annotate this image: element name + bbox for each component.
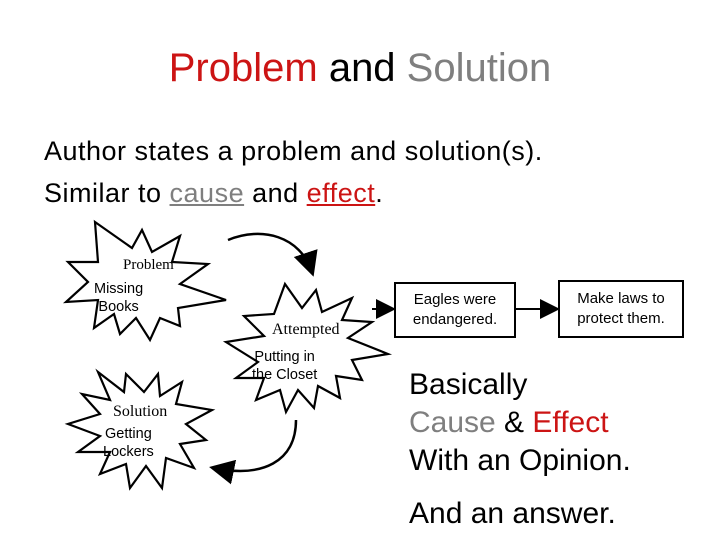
solution-text-line-2: Lockers <box>103 444 154 460</box>
solution-heading: Solution <box>113 403 167 420</box>
bullet-line-2: Similar to cause and effect. <box>44 176 383 210</box>
effect-box-line-1: Make laws to <box>577 290 665 307</box>
attempted-text: Putting in the Closet <box>252 348 317 384</box>
summary-cause-effect: Cause & Effect <box>409 404 609 441</box>
summary-effect: Effect <box>532 406 609 439</box>
line2-cause: cause <box>169 178 245 208</box>
summary-basically: Basically <box>409 368 528 401</box>
attempted-text-line-1: Putting in <box>254 349 315 365</box>
attempted-text-line-2: the Closet <box>252 367 318 383</box>
summary-opinion: With an Opinion. <box>409 444 631 477</box>
problem-text-line-1: Missing <box>94 281 144 297</box>
cause-box: Eagles were endangered. <box>394 282 516 338</box>
line2-and: and <box>244 178 307 208</box>
effect-box: Make laws to protect them. <box>558 280 684 338</box>
line2-effect: effect <box>306 178 376 208</box>
solution-text-line-1: Getting <box>105 426 152 442</box>
summary-answer: And an answer. <box>409 497 616 530</box>
problem-text: Missing Books <box>94 280 143 316</box>
problem-text-line-2: Books <box>98 299 139 315</box>
summary-ampersand: & <box>495 406 533 439</box>
problem-burst-shape <box>62 219 227 343</box>
title-problem: Problem <box>168 46 318 90</box>
line2-period: . <box>375 178 384 208</box>
solution-burst-shape <box>64 368 216 491</box>
problem-heading: Problem <box>123 257 174 273</box>
slide-title: Problem and Solution <box>0 44 720 92</box>
cause-box-line-1: Eagles were <box>413 291 497 308</box>
arrow-problem-to-attempted <box>227 232 318 277</box>
title-solution: Solution <box>406 46 552 90</box>
attempted-heading: Attempted <box>272 321 340 338</box>
arrow-attempted-to-solution <box>209 419 298 485</box>
solution-text: Getting Lockers <box>103 425 154 461</box>
effect-box-line-2: protect them. <box>577 310 665 327</box>
summary-cause: Cause <box>409 406 496 439</box>
attempted-burst-shape <box>222 281 393 415</box>
cause-box-line-2: endangered. <box>412 311 498 328</box>
bullet-line-1: Author states a problem and solution(s). <box>44 136 543 166</box>
title-and: and <box>317 46 407 90</box>
line2-similar: Similar to <box>44 178 170 208</box>
